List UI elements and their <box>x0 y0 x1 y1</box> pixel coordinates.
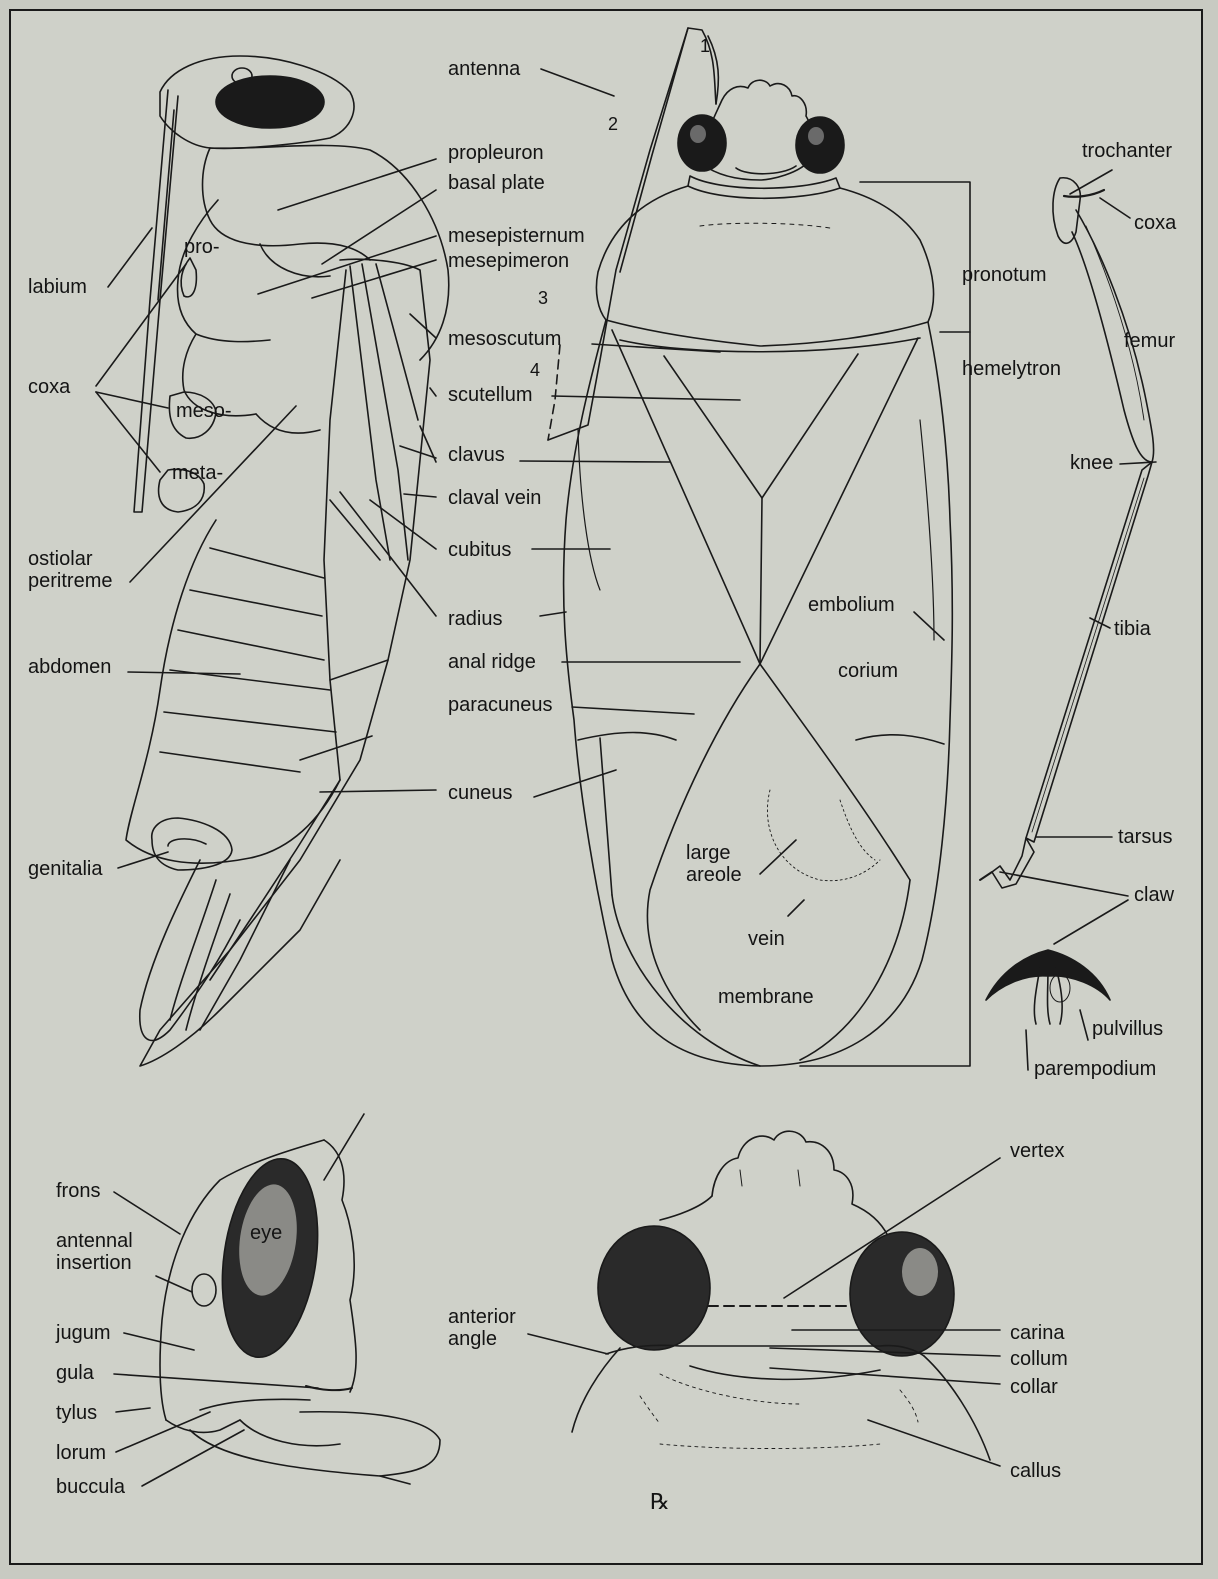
label-lorum: lorum <box>56 1442 106 1464</box>
label-claw: claw <box>1134 884 1174 906</box>
label-labium: labium <box>28 276 87 298</box>
label-carina: carina <box>1010 1322 1064 1344</box>
label-mesepimeron: mesepimeron <box>448 250 569 272</box>
label-mesoscutum: mesoscutum <box>448 328 561 350</box>
label-eye: eye <box>250 1222 282 1244</box>
label-anal-ridge: anal ridge <box>448 651 536 673</box>
bracket <box>800 182 970 1066</box>
label-radius: radius <box>448 608 502 630</box>
label-ostiolar-peritreme: ostiolar peritreme <box>28 548 112 592</box>
label-claval-vein: claval vein <box>448 487 541 509</box>
label-coxa-left: coxa <box>28 376 70 398</box>
label-parempodium: parempodium <box>1034 1058 1156 1080</box>
head-dorsal-eye-left <box>598 1226 710 1350</box>
label-tylus: tylus <box>56 1402 97 1424</box>
label-vein: vein <box>748 928 785 950</box>
label-jugum: jugum <box>56 1322 110 1344</box>
label-femur: femur <box>1124 330 1175 352</box>
label-cubitus: cubitus <box>448 539 511 561</box>
label-corium: corium <box>838 660 898 682</box>
artist-monogram: ℞ <box>650 1490 670 1515</box>
label-callus: callus <box>1010 1460 1061 1482</box>
label-gula: gula <box>56 1362 94 1384</box>
label-cuneus: cuneus <box>448 782 513 804</box>
label-clavus: clavus <box>448 444 505 466</box>
label-tibia: tibia <box>1114 618 1151 640</box>
label-buccula: buccula <box>56 1476 125 1498</box>
dorsal-eye-right <box>796 117 844 173</box>
label-membrane: membrane <box>718 986 814 1008</box>
label-meta: meta- <box>172 462 223 484</box>
head-lateral-view <box>160 1114 440 1484</box>
lateral-eye <box>216 76 324 128</box>
label-anterior-angle: anterior angle <box>448 1306 516 1350</box>
label-genitalia: genitalia <box>28 858 103 880</box>
label-knee: knee <box>1070 452 1113 474</box>
label-large-areole: large areole <box>686 842 742 886</box>
label-antenna: antenna <box>448 58 520 80</box>
label-trochanter: trochanter <box>1082 140 1172 162</box>
label-scutellum: scutellum <box>448 384 532 406</box>
dorsal-view <box>548 28 952 1066</box>
label-pulvillus: pulvillus <box>1092 1018 1163 1040</box>
head-dorsal-view <box>572 1131 990 1460</box>
label-collar: collar <box>1010 1376 1058 1398</box>
label-collum: collum <box>1010 1348 1068 1370</box>
antenna-segment-3: 3 <box>538 288 548 308</box>
label-coxa-right: coxa <box>1134 212 1176 234</box>
label-abdomen: abdomen <box>28 656 111 678</box>
label-meso: meso- <box>176 400 232 422</box>
leg-drawing <box>980 178 1154 1024</box>
head-dorsal-eye-right <box>850 1232 954 1356</box>
antenna-segment-4: 4 <box>530 360 540 380</box>
label-embolium: embolium <box>808 594 895 616</box>
label-pro: pro- <box>184 236 220 258</box>
antenna-segment-2: 2 <box>608 114 618 134</box>
label-pronotum: pronotum <box>962 264 1047 286</box>
label-basal-plate: basal plate <box>448 172 545 194</box>
dorsal-eye-left <box>678 115 726 171</box>
label-antennal-insertion: antennal insertion <box>56 1230 133 1274</box>
label-tarsus: tarsus <box>1118 826 1172 848</box>
label-frons: frons <box>56 1180 100 1202</box>
antenna-segment-1: 1 <box>700 36 710 56</box>
label-vertex: vertex <box>1010 1140 1064 1162</box>
label-mesepisternum: mesepisternum <box>448 225 585 247</box>
label-propleuron: propleuron <box>448 142 544 164</box>
label-hemelytron: hemelytron <box>962 358 1061 380</box>
label-paracuneus: paracuneus <box>448 694 553 716</box>
